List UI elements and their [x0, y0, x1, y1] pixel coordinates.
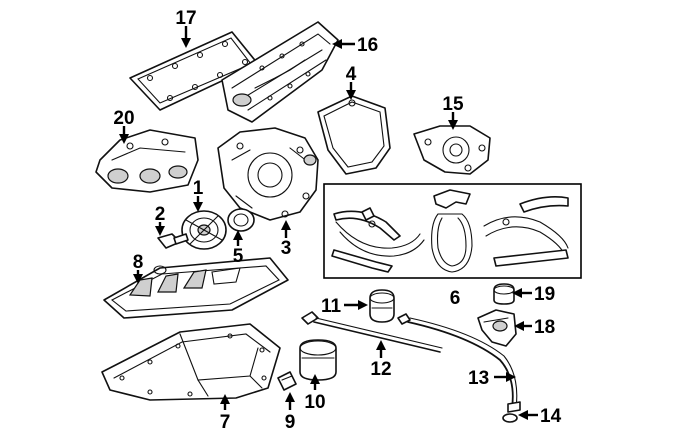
callout-12: 12: [370, 359, 391, 380]
callout-1: 1: [193, 178, 204, 199]
callout-7: 7: [220, 412, 231, 433]
oil-filter-adapter-part: [369, 289, 395, 323]
bracket-part: [477, 309, 517, 347]
timing-chain-kit-box: [323, 183, 582, 279]
balancer-bolt-part: [157, 233, 189, 249]
manifold-part: [95, 129, 199, 193]
callout-2: 2: [155, 204, 166, 225]
callout-9: 9: [285, 412, 296, 433]
callout-18: 18: [534, 317, 555, 338]
o-ring-part: [502, 413, 518, 423]
harmonic-balancer-part: [181, 210, 227, 250]
dipstick-tube-part: [397, 313, 521, 413]
callout-5: 5: [233, 246, 244, 267]
callout-4: 4: [346, 64, 357, 85]
valve-cover-part: [221, 21, 339, 123]
oil-filter-part: [299, 339, 337, 381]
oil-pump-part: [413, 125, 491, 175]
callout-10: 10: [304, 392, 325, 413]
callout-14: 14: [540, 406, 562, 427]
dipstick-part: [301, 311, 443, 353]
callout-20: 20: [113, 108, 134, 129]
timing-cover-gasket-part: [317, 95, 391, 175]
oil-pan-gasket-part: [103, 257, 289, 319]
callout-numbers: 17 16 4 15 20 1 2 5 3 8 6 11 19 18 12 13…: [113, 8, 561, 433]
cap-part: [493, 283, 515, 305]
callout-6: 6: [450, 288, 461, 309]
callout-11: 11: [321, 296, 342, 317]
front-seal-part: [227, 208, 255, 232]
callout-19: 19: [534, 284, 555, 305]
timing-cover-part: [217, 127, 319, 221]
callout-3: 3: [281, 238, 292, 259]
callout-16: 16: [357, 35, 378, 56]
callout-17: 17: [175, 8, 196, 29]
leader-lines: [119, 26, 538, 420]
oil-pan-part: [101, 323, 281, 401]
callout-15: 15: [442, 94, 464, 115]
callout-13: 13: [468, 368, 489, 389]
drain-plug-part: [277, 371, 297, 391]
callout-8: 8: [133, 252, 144, 273]
